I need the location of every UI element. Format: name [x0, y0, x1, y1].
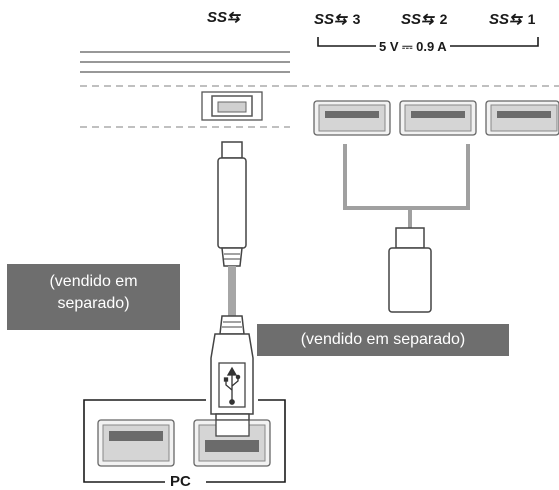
usb-flash-drive-icon	[388, 227, 432, 313]
usb-type-a-port-icon	[313, 100, 391, 136]
superspeed-logo: SS⇆	[401, 11, 434, 28]
sold-separately-label-left: (vendido em separado)	[7, 264, 180, 330]
usb-cable	[228, 266, 236, 316]
pc-usb-port-left	[97, 419, 175, 467]
usb-trident-icon	[218, 362, 246, 408]
power-rating-label: 5 V ⎓ 0.9 A	[376, 40, 450, 53]
usb-type-a-port-icon	[485, 100, 559, 136]
monitor-panel-dashes	[80, 85, 290, 128]
downstream-port-3-header: SS⇆ 3	[314, 12, 360, 27]
monitor-edge	[80, 51, 290, 73]
pc-usb-port-right	[193, 419, 271, 467]
superspeed-logo: SS⇆	[489, 11, 522, 28]
sold-separately-label-right: (vendido em separado)	[257, 324, 509, 356]
port-number: 3	[352, 11, 361, 27]
port-bracket	[343, 144, 470, 228]
port-number: 2	[439, 11, 448, 27]
pc-box	[83, 399, 286, 483]
superspeed-logo: SS⇆	[314, 11, 347, 28]
pc-label: PC	[165, 474, 196, 489]
superspeed-logo-upstream: SS⇆	[207, 9, 240, 26]
downstream-port-2-header: SS⇆ 2	[401, 12, 447, 27]
downstream-port-1-header: SS⇆ 1	[489, 12, 535, 27]
usb-type-b-plug-icon	[217, 141, 247, 267]
usb-type-a-port-icon	[399, 100, 477, 136]
usb-type-b-port-icon	[201, 91, 263, 121]
port-number: 1	[527, 11, 536, 27]
